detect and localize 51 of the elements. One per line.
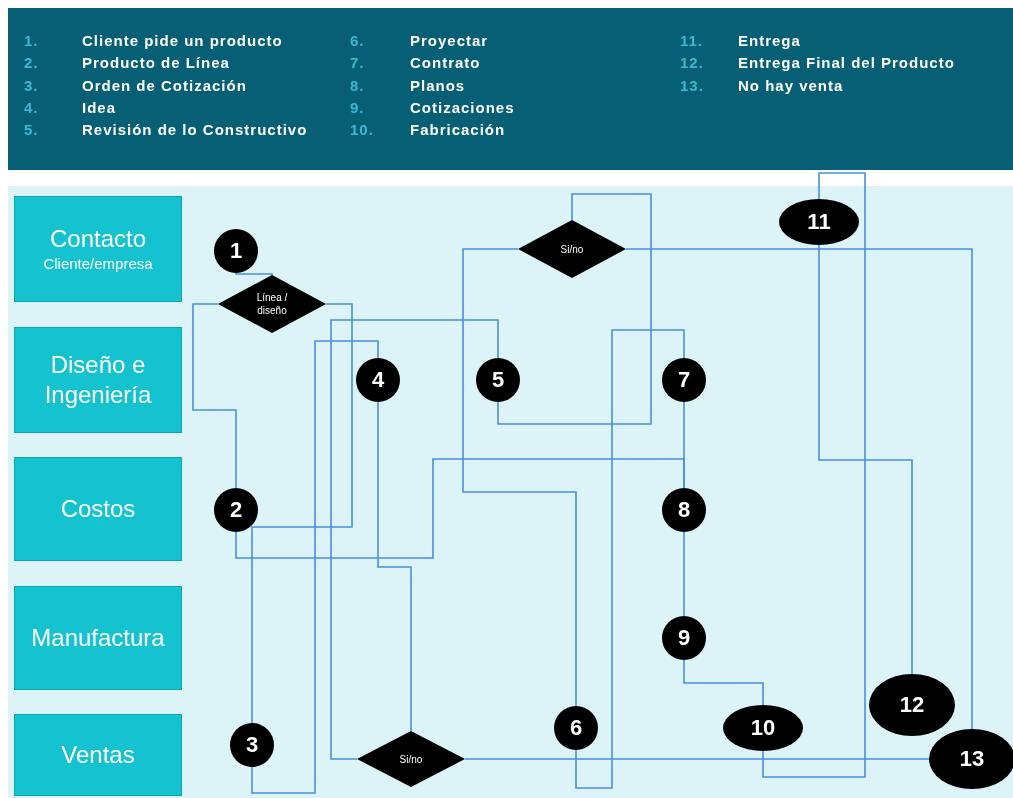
connector-line [625, 248, 973, 730]
connector-line [683, 659, 764, 706]
step-description: Producto de Línea [82, 54, 230, 73]
connector-line [462, 248, 577, 707]
connector-line [377, 401, 412, 732]
step-description: Orden de Cotización [82, 76, 247, 95]
connector-line [683, 531, 685, 617]
step-number: 12. [680, 54, 704, 73]
step-description: Contrato [410, 54, 481, 73]
connector-line [235, 458, 685, 559]
connector-line [330, 319, 499, 760]
connector-line [251, 340, 379, 794]
step-description: Proyectar [410, 32, 489, 50]
step-number: 9. [350, 98, 365, 117]
step-number: 10. [350, 121, 374, 140]
step-description: Entrega [738, 32, 801, 50]
step-number: 11. [680, 32, 704, 50]
step-description: Idea [82, 98, 116, 117]
step-description: Entrega Final del Producto [738, 54, 955, 73]
step-number: 3. [24, 76, 39, 95]
swimlane-header: Contacto Cliente/empresa [14, 196, 182, 302]
connector-line [251, 303, 353, 724]
connector-line [818, 244, 913, 675]
step-number: 5. [24, 121, 39, 140]
connector-line [235, 272, 273, 276]
step-number: 7. [350, 54, 365, 73]
connector-line [497, 193, 652, 425]
swimlane-header: Manufactura [14, 586, 182, 690]
decision-diamond: Si/no [518, 220, 626, 278]
decision-diamond: Línea / diseño [218, 275, 326, 333]
step-number: 6. [350, 32, 365, 50]
decision-diamond: Si/no [357, 731, 465, 787]
swimlane-header: Costos [14, 457, 182, 561]
step-number: 8. [350, 76, 365, 95]
connector-line [192, 303, 237, 489]
connector-line [683, 401, 685, 489]
connector-line [575, 329, 685, 789]
connector-line [762, 172, 866, 778]
connector-line [464, 758, 930, 760]
step-number: 13. [680, 76, 704, 95]
step-number: 2. [24, 54, 39, 73]
step-description: Revisión de lo Constructivo [82, 121, 308, 140]
step-description: Planos [410, 76, 466, 95]
step-number: 1. [24, 32, 39, 50]
swimlane-header: Diseño e Ingeniería [14, 327, 182, 433]
step-description: Fabricación [410, 121, 506, 140]
step-description: No hay venta [738, 76, 844, 95]
step-description: Cotizaciones [410, 98, 515, 117]
swimlane-header: Ventas [14, 714, 182, 796]
step-number: 4. [24, 98, 39, 117]
step-description: Cliente pide un producto [82, 32, 283, 50]
